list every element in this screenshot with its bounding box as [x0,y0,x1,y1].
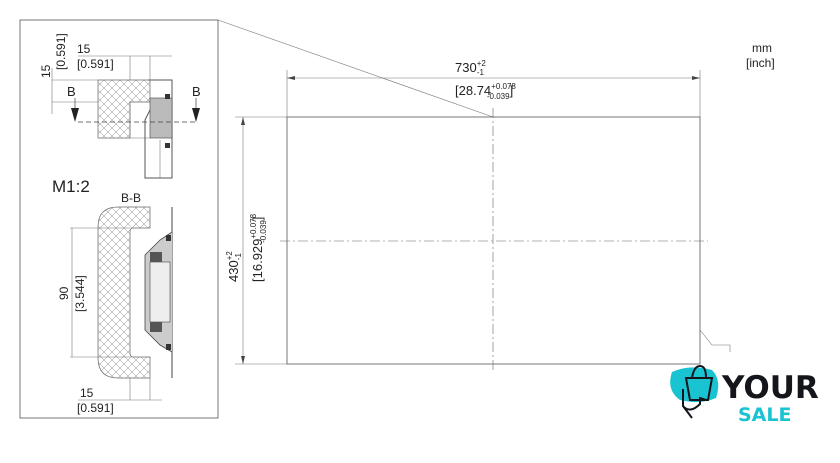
logo-text-sale: SALE [738,404,791,426]
bottom-width-inch: [0.591] [77,401,114,415]
your-sale-logo: YOUR SALE [670,364,819,426]
top-width-mm: 15 [77,42,91,56]
scale-label: M1:2 [52,177,90,196]
logo-text-your: YOUR [721,370,819,406]
section-label: B-B [121,191,141,205]
hand-icon [682,389,707,419]
top-detail [51,55,200,179]
section-marker-right: B [192,84,201,99]
section-marker-left: B [67,84,76,99]
top-height-inch: [0.591] [54,33,68,70]
section-height-mm: 90 [57,286,71,300]
top-width-inch: [0.591] [77,57,114,71]
corner-leader [699,329,731,352]
shopping-bag-icon [684,364,714,401]
panel-outline [286,116,701,365]
width-dimension [286,70,701,117]
width-mm: 730+2-1 [455,59,486,77]
top-height-mm: 15 [39,64,53,78]
width-inch: [28.74+0.078-0.039] [455,82,516,101]
section-height-inch: [3.544] [73,275,87,312]
height-mm: 430+2-1 [225,251,243,282]
detail-frame [19,19,219,419]
bottom-width-mm: 15 [80,386,94,400]
unit-mm: mm [752,41,772,55]
detail-leader-line [217,19,494,118]
height-inch: [16.929+0.078-0.039] [249,213,268,282]
unit-inch: [inch] [746,56,775,70]
section-bb-detail [70,206,173,401]
height-dimension [235,116,287,365]
